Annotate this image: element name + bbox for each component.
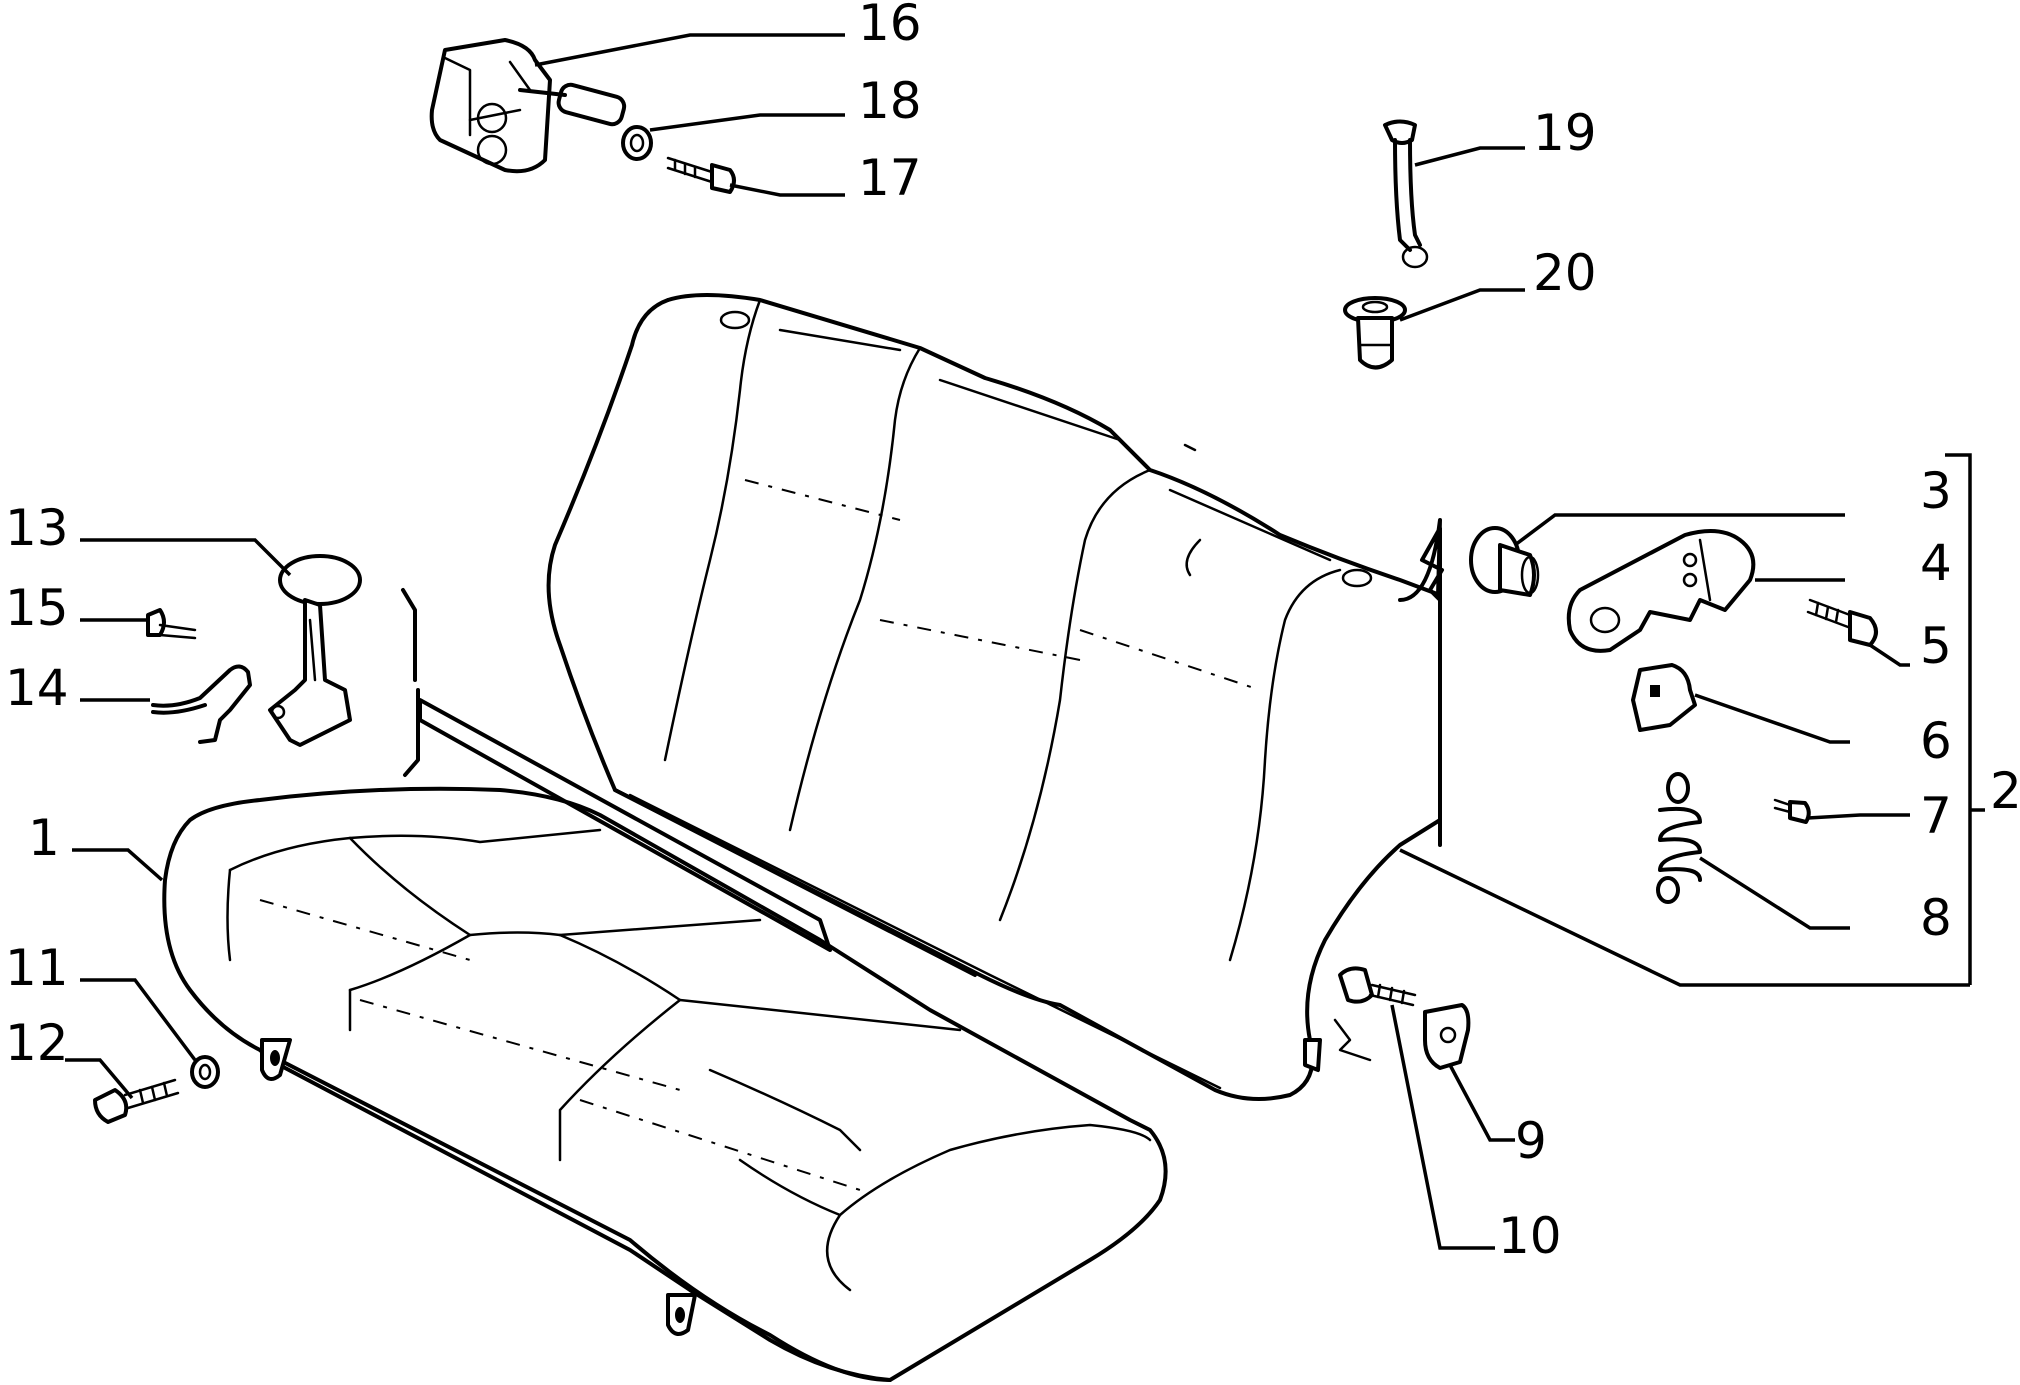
part-18-washer — [621, 125, 653, 161]
label-16: 16 — [858, 0, 922, 52]
part-labels: 16 18 17 19 20 3 4 5 6 7 8 2 9 10 1 11 1… — [5, 0, 2020, 1265]
label-6: 6 — [1920, 712, 1952, 770]
part-4-hinge-plate — [1566, 529, 1756, 653]
label-10: 10 — [1498, 1207, 1562, 1265]
part-5-pivot-bolt — [1806, 598, 1878, 647]
part-6-clip — [1631, 663, 1697, 732]
leader-lines — [65, 33, 1985, 1250]
part-14-wire-rod — [151, 664, 252, 744]
label-2: 2 — [1990, 762, 2020, 820]
part-7-pin — [1773, 798, 1811, 824]
label-14: 14 — [5, 659, 69, 717]
part-19-rod — [1383, 119, 1429, 269]
hinge-bracket-side — [401, 588, 1372, 1072]
label-7: 7 — [1920, 787, 1952, 845]
seat-cushion — [162, 698, 1168, 1382]
label-1: 1 — [28, 809, 60, 867]
part-8-spring — [1656, 772, 1702, 904]
part-3-pivot-cap — [1469, 526, 1540, 597]
part-13-release-lever — [268, 554, 362, 747]
label-20: 20 — [1533, 244, 1597, 302]
label-8: 8 — [1920, 889, 1952, 947]
part-15-screw — [146, 608, 197, 640]
label-19: 19 — [1533, 104, 1597, 162]
label-12: 12 — [5, 1014, 69, 1072]
label-18: 18 — [858, 72, 922, 130]
label-17: 17 — [858, 149, 922, 207]
part-10-bolt — [1338, 966, 1417, 1007]
part-11-washer — [190, 1055, 220, 1089]
label-9: 9 — [1515, 1112, 1547, 1170]
label-4: 4 — [1920, 534, 1952, 592]
part-16-lock-mechanism — [429, 38, 627, 174]
label-15: 15 — [5, 579, 69, 637]
part-20-bushing — [1343, 296, 1407, 370]
label-13: 13 — [5, 499, 69, 557]
label-5: 5 — [1920, 617, 1952, 675]
part-12-bolt — [93, 1078, 180, 1124]
part-17-bolt — [666, 156, 736, 194]
label-3: 3 — [1920, 462, 1952, 520]
label-11: 11 — [5, 939, 69, 997]
seat-backrest — [546, 293, 1444, 1101]
part-9-plate — [1423, 1003, 1471, 1070]
